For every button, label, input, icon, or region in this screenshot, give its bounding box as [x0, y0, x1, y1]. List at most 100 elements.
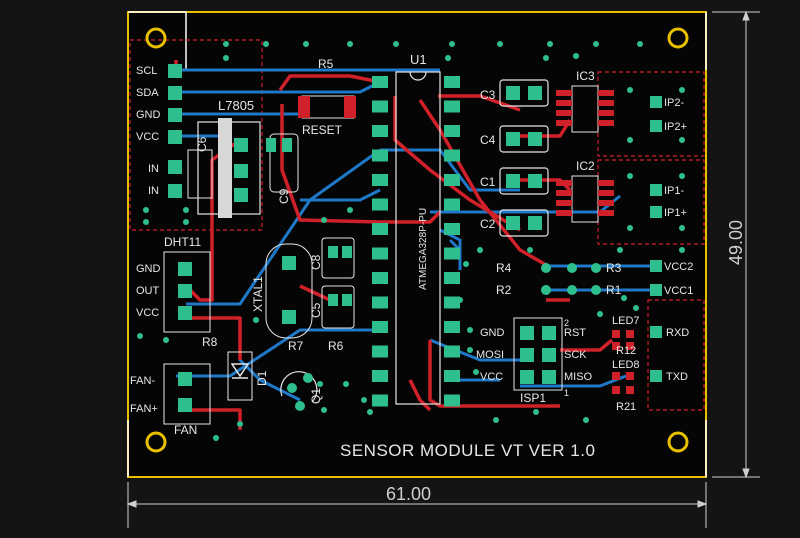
diode-d1-outline	[227, 351, 253, 401]
via	[527, 247, 533, 253]
transistor-q1-pads	[287, 373, 313, 411]
via	[347, 207, 353, 213]
via	[163, 337, 169, 343]
label-in-2: IN	[148, 185, 159, 197]
via-field	[137, 41, 685, 441]
via	[463, 261, 469, 267]
via	[347, 41, 353, 47]
connector-pad	[168, 86, 182, 100]
via	[627, 225, 633, 231]
label-isp-rst: RST	[564, 327, 586, 339]
ip-connector-pads	[650, 96, 662, 218]
mcu-pin-pad	[372, 125, 388, 137]
label-isp-pin2: 2	[564, 318, 569, 328]
smd-pad	[556, 110, 572, 116]
via	[627, 87, 633, 93]
board-height-label: 49.00	[726, 220, 746, 265]
label-mcu: ATMEGA328P-PU	[418, 208, 429, 290]
mcu-pin-pad	[444, 370, 460, 382]
via	[467, 327, 473, 333]
crystal-outline	[265, 243, 313, 339]
smd-pad	[598, 110, 614, 116]
regulator-tab	[218, 118, 232, 218]
via	[321, 407, 327, 413]
smd-pad	[598, 120, 614, 126]
dht-pads	[178, 262, 192, 320]
diode-d1-symbol	[230, 363, 250, 379]
cap-c5-outline	[321, 285, 355, 329]
label-ip1-minus: IP1-	[664, 185, 685, 197]
mcu-pin-pad	[444, 394, 460, 407]
label-isp-sck: SCK	[564, 349, 587, 361]
via	[477, 247, 483, 253]
smd-pad	[556, 100, 572, 106]
mcu-pin-pad	[372, 76, 388, 88]
via	[597, 311, 603, 317]
via	[445, 55, 451, 61]
mcu-pin-pad	[444, 345, 460, 358]
label-ip1-plus: IP1+	[664, 207, 687, 219]
mcu-pin-pad	[372, 272, 388, 284]
isp-pads	[520, 326, 556, 384]
label-c6: C6	[195, 136, 209, 152]
mcu-pad-rows	[372, 76, 460, 407]
connector-pad	[168, 184, 182, 198]
connector-pad	[168, 108, 182, 122]
mcu-pin-pad	[444, 198, 460, 211]
via	[393, 41, 399, 47]
via	[303, 41, 309, 47]
reset-pad-right	[344, 96, 356, 118]
mcu-pin-pad	[372, 370, 388, 382]
mcu-pin-pad	[444, 149, 460, 162]
label-r7: R7	[288, 339, 304, 353]
via	[493, 417, 499, 423]
fan-pads	[178, 372, 192, 412]
label-ip2-plus: IP2+	[664, 121, 687, 133]
via	[533, 409, 539, 415]
ic-smd-pads	[556, 90, 614, 216]
via	[497, 41, 503, 47]
via	[573, 53, 579, 59]
mcu-pin-pad	[372, 247, 388, 260]
mcu-pin-pad	[444, 174, 460, 186]
cap-c9-outline	[269, 133, 299, 193]
mcu-pin-pad	[444, 100, 460, 113]
led-smd-pads	[612, 330, 634, 394]
via	[637, 41, 643, 47]
via	[143, 207, 149, 213]
board-substrate	[127, 11, 707, 478]
label-r3: R3	[606, 261, 622, 275]
smd-pad	[556, 120, 572, 126]
crystal-pads	[282, 256, 296, 324]
right-caps	[499, 79, 549, 237]
cap-c6-outline	[187, 149, 213, 199]
via	[223, 55, 229, 61]
via	[137, 333, 143, 339]
connector-pad	[168, 160, 182, 174]
label-u1: U1	[410, 52, 427, 67]
via	[679, 87, 685, 93]
label-gnd: GND	[136, 109, 161, 121]
via	[361, 397, 367, 403]
via	[679, 225, 685, 231]
via	[183, 219, 189, 225]
reset-pad-left	[298, 96, 310, 118]
corner-marks	[127, 11, 707, 477]
cap-c8-c5-pads	[328, 246, 352, 306]
mcu-pin-pad	[444, 223, 460, 235]
label-isp-vcc: VCC	[480, 371, 503, 383]
resistor-row-pads	[541, 263, 601, 295]
via	[253, 317, 259, 323]
label-in-1: IN	[148, 163, 159, 175]
smd-pad	[556, 190, 572, 196]
label-q1: Q1	[309, 388, 323, 404]
smd-pad	[598, 90, 614, 96]
rxd-txd-pads	[650, 260, 662, 382]
smd-pad	[556, 90, 572, 96]
label-d1: D1	[255, 370, 269, 386]
label-fan-plus: FAN+	[130, 403, 158, 415]
label-dht-out: OUT	[136, 285, 160, 297]
label-vcc2: VCC2	[664, 261, 693, 273]
label-r2: R2	[496, 283, 512, 297]
